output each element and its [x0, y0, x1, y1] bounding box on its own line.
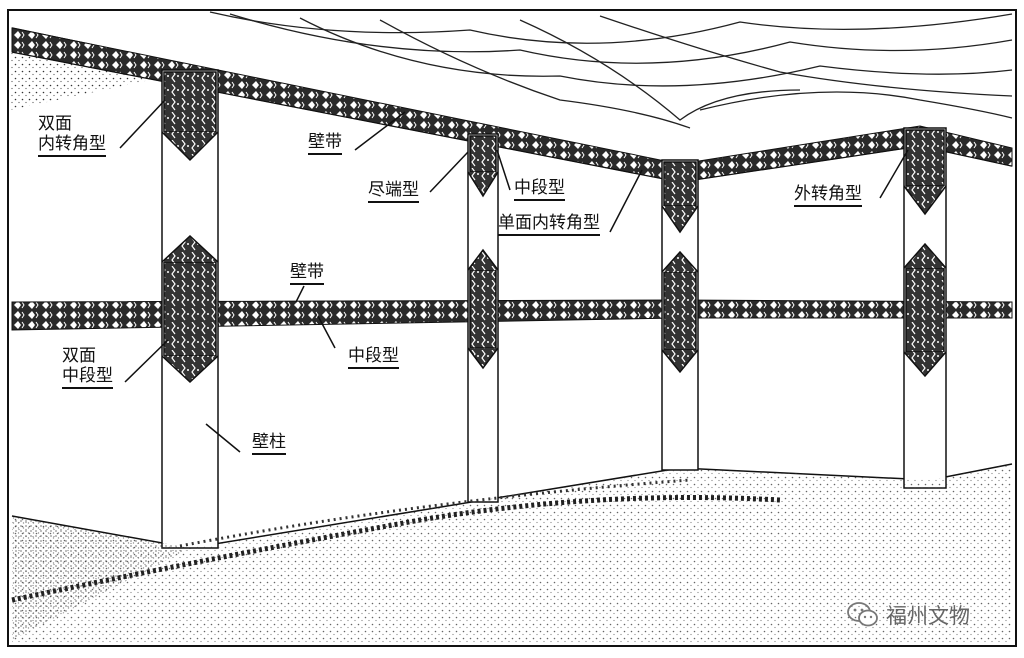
leader-lines [119, 99, 909, 453]
label-middle-type-mid: 中段型 [348, 346, 399, 369]
pillar-left [161, 69, 219, 549]
label-middle-type-top: 中段型 [514, 178, 565, 201]
middle-wall-band [11, 299, 681, 331]
pillar-outer-corner [903, 127, 947, 489]
floor-texture [12, 464, 1012, 644]
label-text: 壁带 [308, 132, 342, 155]
pillar-middle [467, 133, 499, 503]
label-text: 尽端型 [368, 180, 419, 203]
label-line-1: 双面 [38, 114, 72, 134]
watermark-text: 福州文物 [886, 604, 970, 628]
label-wall-band-top: 壁带 [308, 132, 342, 155]
label-line-2: 中段型 [62, 366, 113, 389]
left-floor-wall [12, 516, 190, 640]
pillar-inner-corner [661, 159, 699, 471]
label-text: 壁带 [290, 262, 324, 285]
label-text: 壁柱 [252, 432, 286, 455]
label-double-face-middle: 双面 中段型 [62, 346, 113, 389]
label-end-type: 尽端型 [368, 180, 419, 203]
label-single-face-inner-corner: 单面内转角型 [498, 213, 600, 236]
label-pilaster: 壁柱 [252, 432, 286, 455]
label-line-2: 内转角型 [38, 134, 106, 157]
wechat-icon [847, 602, 878, 627]
upper-wall-band [11, 27, 681, 183]
upper-wall-band-right [679, 125, 1013, 183]
watermark: 福州文物 [846, 600, 970, 630]
label-text: 单面内转角型 [498, 213, 600, 236]
middle-wall-band-right [679, 299, 1013, 319]
label-line-1: 双面 [62, 346, 96, 366]
label-text: 中段型 [514, 178, 565, 201]
label-text: 外转角型 [794, 184, 862, 207]
label-double-face-inner-corner: 双面 内转角型 [38, 114, 106, 157]
ceiling-drape [209, 11, 1013, 129]
frame-border [7, 9, 1017, 647]
label-outer-corner: 外转角型 [794, 184, 862, 207]
label-wall-band-mid: 壁带 [290, 262, 324, 285]
label-text: 中段型 [348, 346, 399, 369]
